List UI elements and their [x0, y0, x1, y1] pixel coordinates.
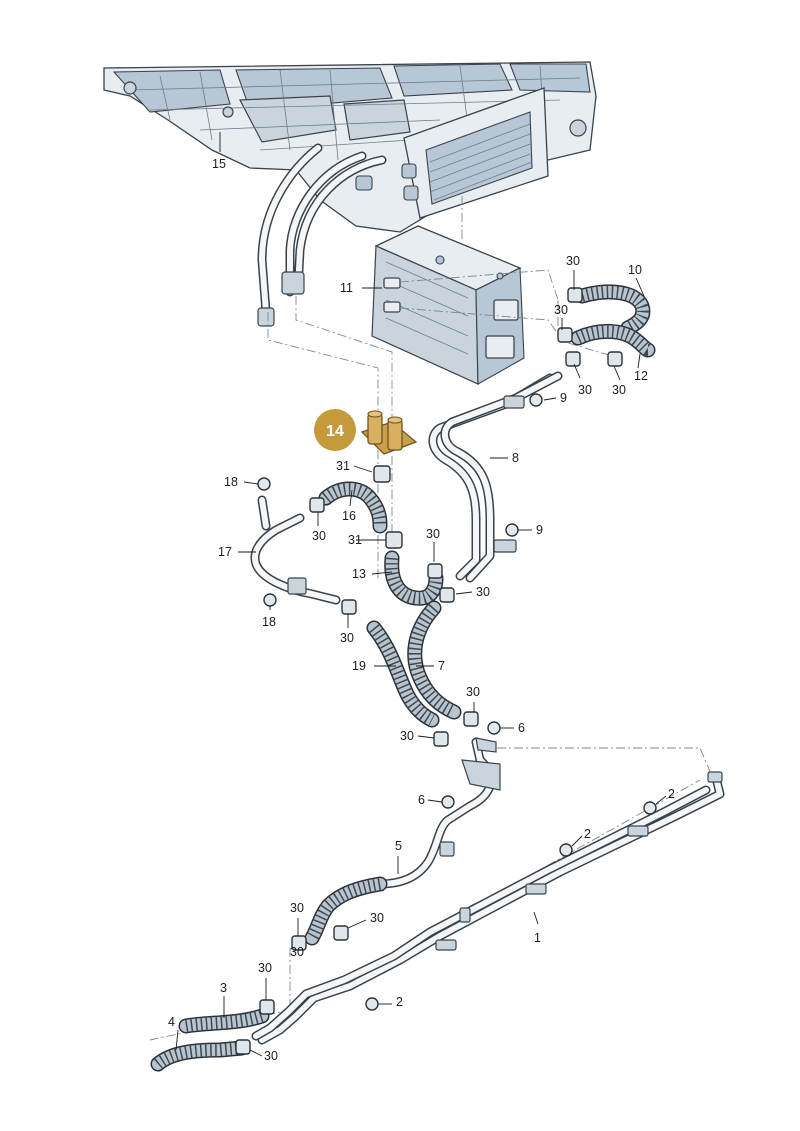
- label-19: 19: [352, 659, 366, 673]
- label-2-a: 2: [668, 787, 675, 801]
- hose-13: [384, 550, 444, 606]
- label-15: 15: [212, 157, 226, 171]
- label-31-a: 31: [336, 459, 350, 473]
- nuts: [257, 393, 657, 1011]
- label-2-b: 2: [584, 827, 591, 841]
- electronic-module: [371, 225, 525, 385]
- coolant-pipes-15: [257, 143, 387, 327]
- hose-3: [178, 1008, 270, 1034]
- label-30-c: 30: [578, 383, 592, 397]
- label-30-i: 30: [466, 685, 480, 699]
- label-31-b: 31: [348, 533, 362, 547]
- label-5: 5: [395, 839, 402, 853]
- label-7: 7: [438, 659, 445, 673]
- label-12: 12: [634, 369, 648, 383]
- label-30-l: 30: [370, 911, 384, 925]
- label-4: 4: [168, 1015, 175, 1029]
- label-9-a: 9: [560, 391, 567, 405]
- label-10: 10: [628, 263, 642, 277]
- hose-16: [318, 481, 388, 534]
- label-30-m: 30: [290, 945, 304, 959]
- label-1: 1: [534, 931, 541, 945]
- label-30-h: 30: [340, 631, 354, 645]
- clamps: [235, 287, 623, 1055]
- label-8: 8: [512, 451, 519, 465]
- hose-12: [570, 324, 656, 358]
- label-30-a: 30: [566, 254, 580, 268]
- label-6-b: 6: [418, 793, 425, 807]
- label-3: 3: [220, 981, 227, 995]
- label-30-d: 30: [612, 383, 626, 397]
- hose-19: [366, 620, 440, 728]
- label-9-b: 9: [536, 523, 543, 537]
- pipe-1: [251, 771, 725, 1045]
- label-30-b: 30: [554, 303, 568, 317]
- hose-4: [150, 1040, 250, 1072]
- label-30-f: 30: [426, 527, 440, 541]
- part-14-badge: [314, 409, 356, 451]
- label-6-a: 6: [518, 721, 525, 735]
- label-2-c: 2: [396, 995, 403, 1009]
- label-30-e: 30: [312, 529, 326, 543]
- hose-7: [407, 600, 462, 720]
- label-30-o: 30: [264, 1049, 278, 1063]
- leader-lines: [175, 132, 667, 1057]
- pipe-8: [428, 371, 563, 583]
- label-16: 16: [342, 509, 356, 523]
- part-labels: 15 11 30 10 30 12 30 30 9 31 8 18 16 30 …: [168, 157, 675, 1063]
- hose-10: [574, 284, 651, 336]
- pipe-17: [250, 495, 341, 605]
- part-14-badge-label: 14: [326, 423, 344, 440]
- label-18-b: 18: [262, 615, 276, 629]
- label-30-g: 30: [476, 585, 490, 599]
- drive-unit-housing: [103, 61, 597, 233]
- pipe-5: [375, 737, 501, 889]
- label-30-j: 30: [400, 729, 414, 743]
- label-30-k: 30: [290, 901, 304, 915]
- label-11: 11: [340, 281, 353, 295]
- label-18-a: 18: [224, 475, 238, 489]
- label-17: 17: [218, 545, 232, 559]
- hose-lower-left: [304, 876, 388, 946]
- part-14-connector: [360, 410, 418, 455]
- label-13: 13: [352, 567, 366, 581]
- label-30-n: 30: [258, 961, 272, 975]
